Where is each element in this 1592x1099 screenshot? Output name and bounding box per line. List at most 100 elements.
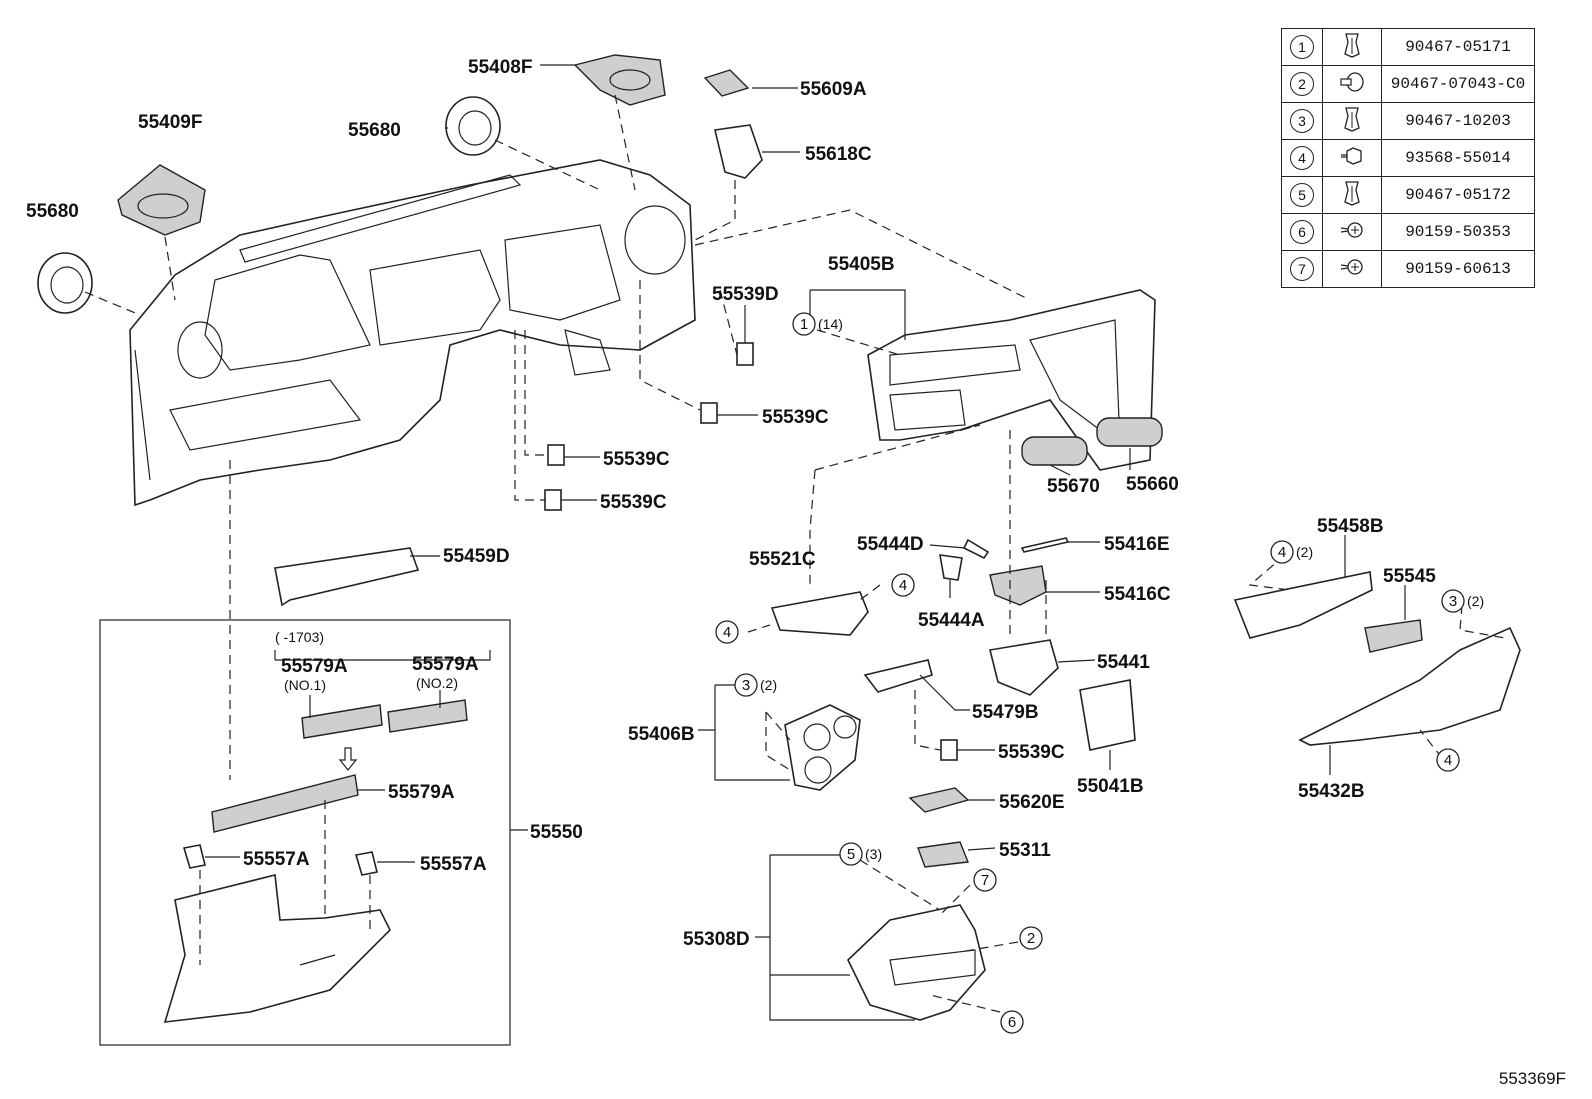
figure-code: 553369F: [1498, 1069, 1566, 1088]
label-55579A-no1-sub: (NO.1): [284, 677, 326, 693]
svg-text:(14): (14): [818, 316, 843, 332]
clip-icon: [1322, 102, 1382, 140]
part-55539C-c: [544, 489, 562, 511]
legend-part-number: 90467-05172: [1381, 176, 1535, 214]
part-55459D: [274, 547, 420, 607]
part-55409F: [117, 164, 206, 236]
part-55416E: [1020, 537, 1070, 553]
svg-text:4: 4: [723, 624, 731, 641]
label-55308D: 55308D: [683, 929, 750, 950]
screw-icon: [1322, 250, 1382, 288]
part-55557A-left: [182, 844, 206, 869]
callout-5-3: 5 (3): [839, 842, 882, 866]
svg-text:3: 3: [742, 677, 750, 694]
part-55432B: [1298, 626, 1521, 746]
legend-part-number: 93568-55014: [1381, 139, 1535, 177]
bolt-icon: [1322, 139, 1382, 177]
legend-number: 7: [1290, 257, 1314, 281]
label-55444A: 55444A: [918, 610, 985, 631]
svg-text:2: 2: [1027, 930, 1035, 947]
label-55444D: 55444D: [857, 534, 924, 555]
legend-number: 2: [1290, 72, 1314, 96]
svg-text:4: 4: [1278, 544, 1286, 561]
part-glovebox: [163, 874, 391, 1023]
legend-number: 1: [1290, 35, 1314, 59]
part-55444A: [939, 554, 963, 581]
label-55441: 55441: [1097, 652, 1150, 673]
part-55609A: [703, 69, 750, 97]
part-55308D: [847, 904, 986, 1021]
callout-4-2: 4 (2): [1270, 540, 1313, 564]
svg-text:3: 3: [1449, 593, 1457, 610]
label-55406B: 55406B: [628, 724, 695, 745]
part-55311: [917, 841, 969, 868]
callout-7: 7: [973, 868, 997, 892]
label-55539C-d: 55539C: [998, 742, 1065, 763]
label-55579A-no2: 55579A: [412, 654, 479, 675]
label-55539D: 55539D: [712, 284, 779, 305]
legend-number: 3: [1290, 109, 1314, 133]
callout-4-a: 4: [891, 573, 915, 597]
part-55416C: [989, 565, 1047, 606]
part-55444D: [962, 538, 990, 560]
part-55458B: [1233, 571, 1373, 639]
part-55680-top: [445, 96, 501, 156]
callout-4-c: 4: [1436, 748, 1460, 772]
part-55579A-no1: [301, 704, 383, 739]
clip-icon: [1322, 28, 1382, 66]
label-55550: 55550: [530, 822, 583, 843]
part-55579A-no2: [387, 699, 468, 733]
part-55545: [1364, 619, 1423, 653]
label-55579A-range: ( -1703): [275, 629, 324, 645]
callout-2: 2: [1019, 926, 1043, 950]
part-55618C: [714, 124, 763, 179]
svg-text:4: 4: [899, 577, 907, 594]
label-55557A-right: 55557A: [420, 854, 487, 875]
label-55479B: 55479B: [972, 702, 1039, 723]
group-box-55550: [99, 619, 511, 1046]
label-55432B: 55432B: [1298, 781, 1365, 802]
label-55409F: 55409F: [138, 112, 202, 133]
part-55557A-right: [354, 851, 378, 876]
callout-3-2-a: 3 (2): [734, 673, 777, 697]
label-55539C-b: 55539C: [603, 449, 670, 470]
legend-part-number: 90159-50353: [1381, 213, 1535, 251]
label-55680-top: 55680: [348, 120, 401, 141]
label-55579A-strip: 55579A: [388, 782, 455, 803]
callout-6: 6: [1000, 1010, 1024, 1034]
part-55539D: [736, 342, 754, 366]
svg-text:1: 1: [800, 316, 808, 333]
svg-text:6: 6: [1008, 1014, 1016, 1031]
label-55458B: 55458B: [1317, 516, 1384, 537]
svg-text:(2): (2): [1296, 544, 1313, 560]
label-55539C-a: 55539C: [762, 407, 829, 428]
svg-text:7: 7: [981, 872, 989, 889]
callout-1-14: 1 (14): [792, 312, 843, 336]
svg-text:(3): (3): [865, 846, 882, 862]
label-55620E: 55620E: [999, 792, 1065, 813]
part-55479B: [863, 659, 933, 693]
part-55405B: [867, 289, 1156, 471]
part-55539C-a: [700, 402, 718, 424]
svg-text:(2): (2): [1467, 593, 1484, 609]
svg-text:4: 4: [1444, 752, 1452, 769]
label-55579A-no2-sub: (NO.2): [416, 675, 458, 691]
label-55459D: 55459D: [443, 546, 510, 567]
part-55539C-b: [547, 444, 565, 466]
part-55539C-d: [940, 739, 958, 761]
instrument-panel: [129, 159, 696, 507]
svg-text:5: 5: [847, 846, 855, 863]
label-55311: 55311: [999, 840, 1051, 861]
screw-grommet-icon: [1322, 65, 1382, 103]
part-55670: [1021, 436, 1088, 466]
label-55609A: 55609A: [800, 79, 867, 100]
label-55618C: 55618C: [805, 144, 872, 165]
part-55620E: [908, 787, 970, 813]
label-55660: 55660: [1126, 474, 1179, 495]
